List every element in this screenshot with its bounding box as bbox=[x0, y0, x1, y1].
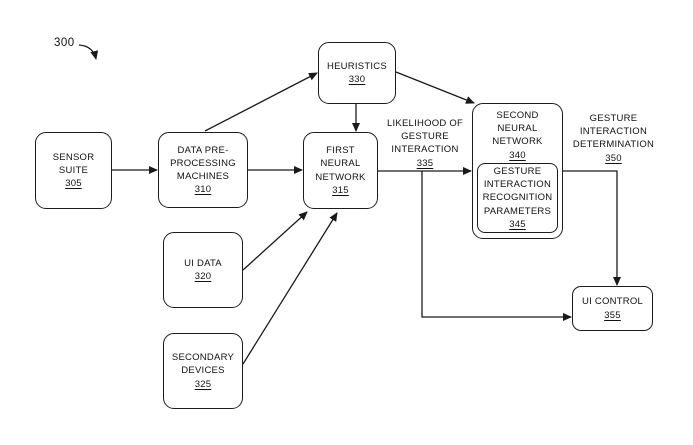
node-label: NEURAL bbox=[497, 123, 538, 135]
node-first-neural-network: FIRST NEURAL NETWORK 315 bbox=[303, 132, 378, 209]
node-heuristics: HEURISTICS 330 bbox=[318, 42, 396, 104]
node-label: SUITE bbox=[58, 164, 89, 176]
node-label: SECONDARY bbox=[171, 352, 235, 364]
node-ref: 315 bbox=[332, 184, 349, 196]
label-ref: 350 bbox=[605, 152, 622, 164]
label-likelihood-of-gesture-interaction: LIKELIHOOD OF GESTURE INTERACTION 335 bbox=[380, 117, 470, 170]
node-ref: 340 bbox=[509, 149, 526, 161]
node-label: NEURAL bbox=[320, 158, 361, 170]
label-line: GESTURE bbox=[589, 113, 638, 124]
node-label: UI CONTROL bbox=[581, 296, 644, 308]
label-gesture-interaction-determination: GESTURE INTERACTION DETERMINATION 350 bbox=[563, 112, 664, 165]
node-label: MACHINES bbox=[176, 171, 230, 182]
label-line: DETERMINATION bbox=[572, 139, 655, 151]
node-ref: 355 bbox=[604, 309, 621, 321]
node-label: DATA PRE- bbox=[177, 144, 229, 156]
node-label: PROCESSING bbox=[170, 157, 236, 169]
node-label: UI DATA bbox=[184, 257, 222, 269]
label-line: INTERACTION bbox=[391, 144, 459, 156]
node-data-preprocessing-machines: DATA PRE- PROCESSING MACHINES 310 bbox=[158, 132, 248, 208]
arrow-uidata-to-firstnn bbox=[242, 211, 308, 271]
node-label: GESTURE bbox=[493, 165, 542, 177]
node-ui-control: UI CONTROL 355 bbox=[572, 286, 653, 331]
figure-number: 300 bbox=[54, 37, 75, 49]
label-ref: 335 bbox=[416, 157, 434, 169]
node-label: NETWORK bbox=[315, 171, 366, 183]
node-ref: 320 bbox=[194, 271, 212, 282]
label-line: LIKELIHOOD OF bbox=[386, 118, 464, 129]
arrow-preprocessing-to-heuristics bbox=[204, 72, 318, 132]
arrow-secondnn-to-uicontrol bbox=[563, 170, 621, 286]
arrow-likelihood-to-uicontrol bbox=[421, 171, 572, 321]
node-label: HEURISTICS bbox=[326, 60, 388, 72]
node-gesture-interaction-recognition-parameters: GESTURE INTERACTION RECOGNITION PARAMETE… bbox=[477, 163, 558, 233]
node-ref: 305 bbox=[65, 178, 82, 190]
arrow-secondarydevices-to-firstnn bbox=[242, 212, 338, 365]
node-label: PARAMETERS bbox=[483, 205, 552, 217]
node-ui-data: UI DATA 320 bbox=[163, 232, 243, 308]
node-label: INTERACTION bbox=[483, 179, 552, 191]
node-sensor-suite: SENSOR SUITE 305 bbox=[35, 132, 112, 209]
figure-ref-arrow bbox=[78, 44, 99, 60]
node-ref: 310 bbox=[194, 184, 212, 196]
node-label: DEVICES bbox=[181, 365, 225, 377]
arrow-heuristics-to-secondnn bbox=[395, 71, 475, 104]
node-label: NETWORK bbox=[492, 136, 543, 148]
node-secondary-devices: SECONDARY DEVICES 325 bbox=[163, 333, 243, 409]
node-ref: 325 bbox=[194, 378, 212, 390]
label-line: GESTURE bbox=[401, 131, 449, 143]
node-label: SENSOR bbox=[52, 151, 95, 163]
node-ref: 330 bbox=[348, 74, 366, 85]
node-second-neural-network: SECOND NEURAL NETWORK 340 GESTURE INTERA… bbox=[472, 103, 563, 239]
node-ref: 345 bbox=[509, 218, 526, 230]
node-label: SECOND bbox=[496, 110, 539, 121]
label-line: INTERACTION bbox=[579, 126, 648, 138]
node-label: FIRST bbox=[326, 145, 355, 157]
node-label: RECOGNITION bbox=[482, 192, 553, 204]
